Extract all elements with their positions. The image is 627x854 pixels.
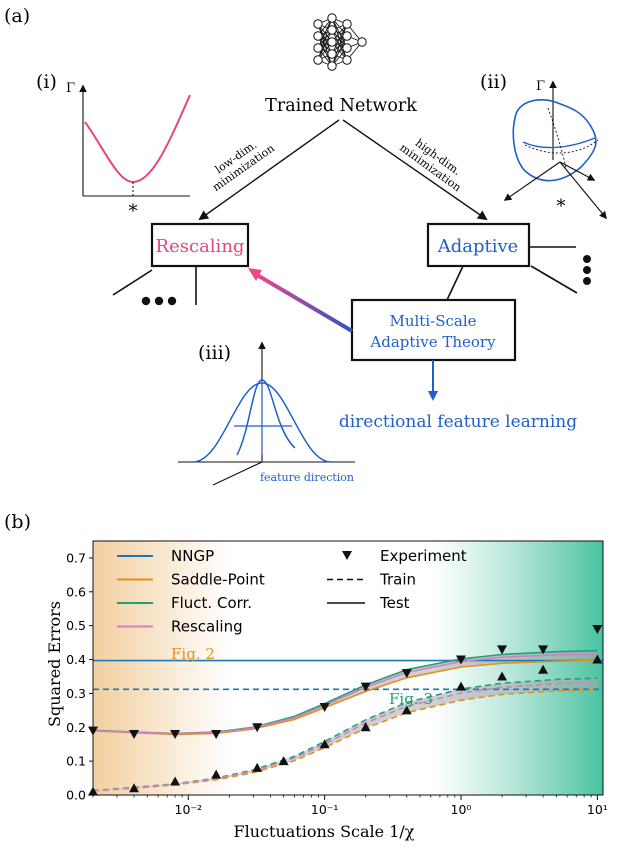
- experiment-test-marker: [170, 730, 181, 740]
- experiment-test-marker: [497, 645, 508, 655]
- inset-i-label: (i): [36, 71, 57, 93]
- arrow-to-rescaling: [198, 119, 340, 221]
- experiment-test-marker: [319, 702, 330, 712]
- y-tick-label: 0.0: [66, 788, 86, 803]
- msat-to-rescaling-arrowhead: [248, 268, 262, 281]
- experiment-test-marker: [538, 645, 549, 655]
- adaptive-box: [426, 222, 531, 268]
- legend-item-right: Test: [379, 594, 410, 612]
- y-tick-label: 0.6: [66, 584, 86, 599]
- panel-a-label: (a): [4, 5, 30, 27]
- inset-iii-plot: feature direction: [178, 341, 355, 486]
- adaptive-branch-lower: [530, 265, 578, 294]
- msat-box: [350, 298, 517, 362]
- experiment-test-marker: [211, 730, 222, 740]
- msat-line1: Multi-Scale: [389, 312, 476, 330]
- feature-direction-label: feature direction: [260, 471, 354, 484]
- svg-text:*: *: [557, 196, 566, 217]
- experiment-train-marker: [252, 762, 263, 772]
- arrow-to-adaptive: [342, 119, 488, 221]
- svg-text:Γ: Γ: [536, 79, 545, 94]
- experiment-train-marker: [592, 654, 603, 664]
- experiment-train-marker: [401, 705, 412, 715]
- y-tick-label: 0.3: [66, 686, 86, 701]
- legend-item-left: Fluct. Corr.: [171, 594, 252, 612]
- fig3-annotation: Fig. 3: [389, 690, 433, 708]
- msat-to-rescaling-arrow: [250, 270, 354, 333]
- experiment-train-marker: [170, 776, 181, 786]
- experiment-test-marker: [456, 655, 467, 665]
- inset-ii-plot: Γ *: [503, 79, 607, 220]
- neural-network-icon: [313, 13, 367, 71]
- y-tick-label: 0.1: [66, 754, 86, 769]
- y-tick-label: 0.2: [66, 720, 86, 735]
- experiment-train-marker: [211, 769, 222, 779]
- experiment-train-marker: [319, 739, 330, 749]
- x-tick-label: 10⁻²: [175, 802, 203, 817]
- inset-iii-label: (iii): [198, 342, 231, 364]
- legend-item-right: Train: [379, 571, 416, 589]
- chart-bg-orange: [93, 541, 230, 795]
- experiment-train-marker: [538, 664, 549, 674]
- experiment-train-marker: [497, 671, 508, 681]
- rescaling-branch-left: [112, 269, 153, 296]
- error-chart: 0.0 0.1 0.2 0.3 0.4 0.5 0.6 0.7 10⁻² 10⁻¹ 10⁰ 10¹ N…: [66, 540, 608, 817]
- svg-text:Γ: Γ: [66, 81, 75, 96]
- legend-item-left: NNGP: [171, 547, 214, 565]
- x-tick-label: 10¹: [587, 802, 608, 817]
- experiment-train-marker: [360, 722, 371, 732]
- x-axis-label: Fluctuations Scale 1/χ: [234, 822, 415, 841]
- inset-i-plot: Γ *: [66, 81, 191, 222]
- panel-b-label: (b): [4, 511, 31, 533]
- trained-network-label: Trained Network: [265, 96, 417, 116]
- rescaling-box: [150, 222, 250, 268]
- experiment-train-marker: [456, 681, 467, 691]
- svg-text:*: *: [129, 201, 138, 222]
- experiment-train-marker: [129, 783, 140, 793]
- experiment-test-marker: [360, 682, 371, 692]
- adaptive-to-msat-line: [446, 265, 464, 301]
- inset-ii-label: (ii): [480, 71, 507, 93]
- low-dim-label: low-dim. minimization: [210, 138, 277, 194]
- x-tick-label: 10⁻¹: [311, 802, 339, 817]
- msat-line2: Adaptive Theory: [369, 333, 496, 351]
- experiment-train-marker: [278, 756, 289, 766]
- fig2-annotation: Fig. 2: [171, 645, 215, 663]
- rescaling-box-label: Rescaling: [156, 236, 245, 257]
- uncertainty-band-test: [93, 650, 598, 735]
- experiment-test-marker: [129, 730, 140, 740]
- legend-item-left: Saddle-Point: [171, 571, 265, 589]
- adaptive-ellipsis-icon: [583, 255, 591, 285]
- loss-curve-pink: [84, 94, 191, 184]
- legend-experiment-marker: [342, 551, 352, 560]
- y-tick-label: 0.4: [66, 652, 86, 667]
- uncertainty-band-train: [93, 678, 598, 791]
- rescaling-ellipsis-icon: [141, 296, 177, 306]
- plot-frame: [92, 540, 604, 796]
- experiment-test-marker: [592, 625, 603, 635]
- legend-item-left: Rescaling: [171, 618, 243, 636]
- y-tick-label: 0.5: [66, 618, 86, 633]
- x-tick-label: 10⁰: [451, 802, 472, 817]
- y-tick-label: 0.7: [66, 550, 86, 565]
- legend-item-right: Experiment: [380, 547, 467, 565]
- experiment-test-marker: [401, 669, 412, 679]
- directional-feature-label: directional feature learning: [339, 412, 577, 432]
- adaptive-box-label: Adaptive: [437, 236, 519, 257]
- y-axis-label: Squared Errors: [45, 601, 64, 727]
- high-dim-label: high-dim. minimization: [397, 136, 463, 194]
- experiment-test-marker: [252, 723, 263, 733]
